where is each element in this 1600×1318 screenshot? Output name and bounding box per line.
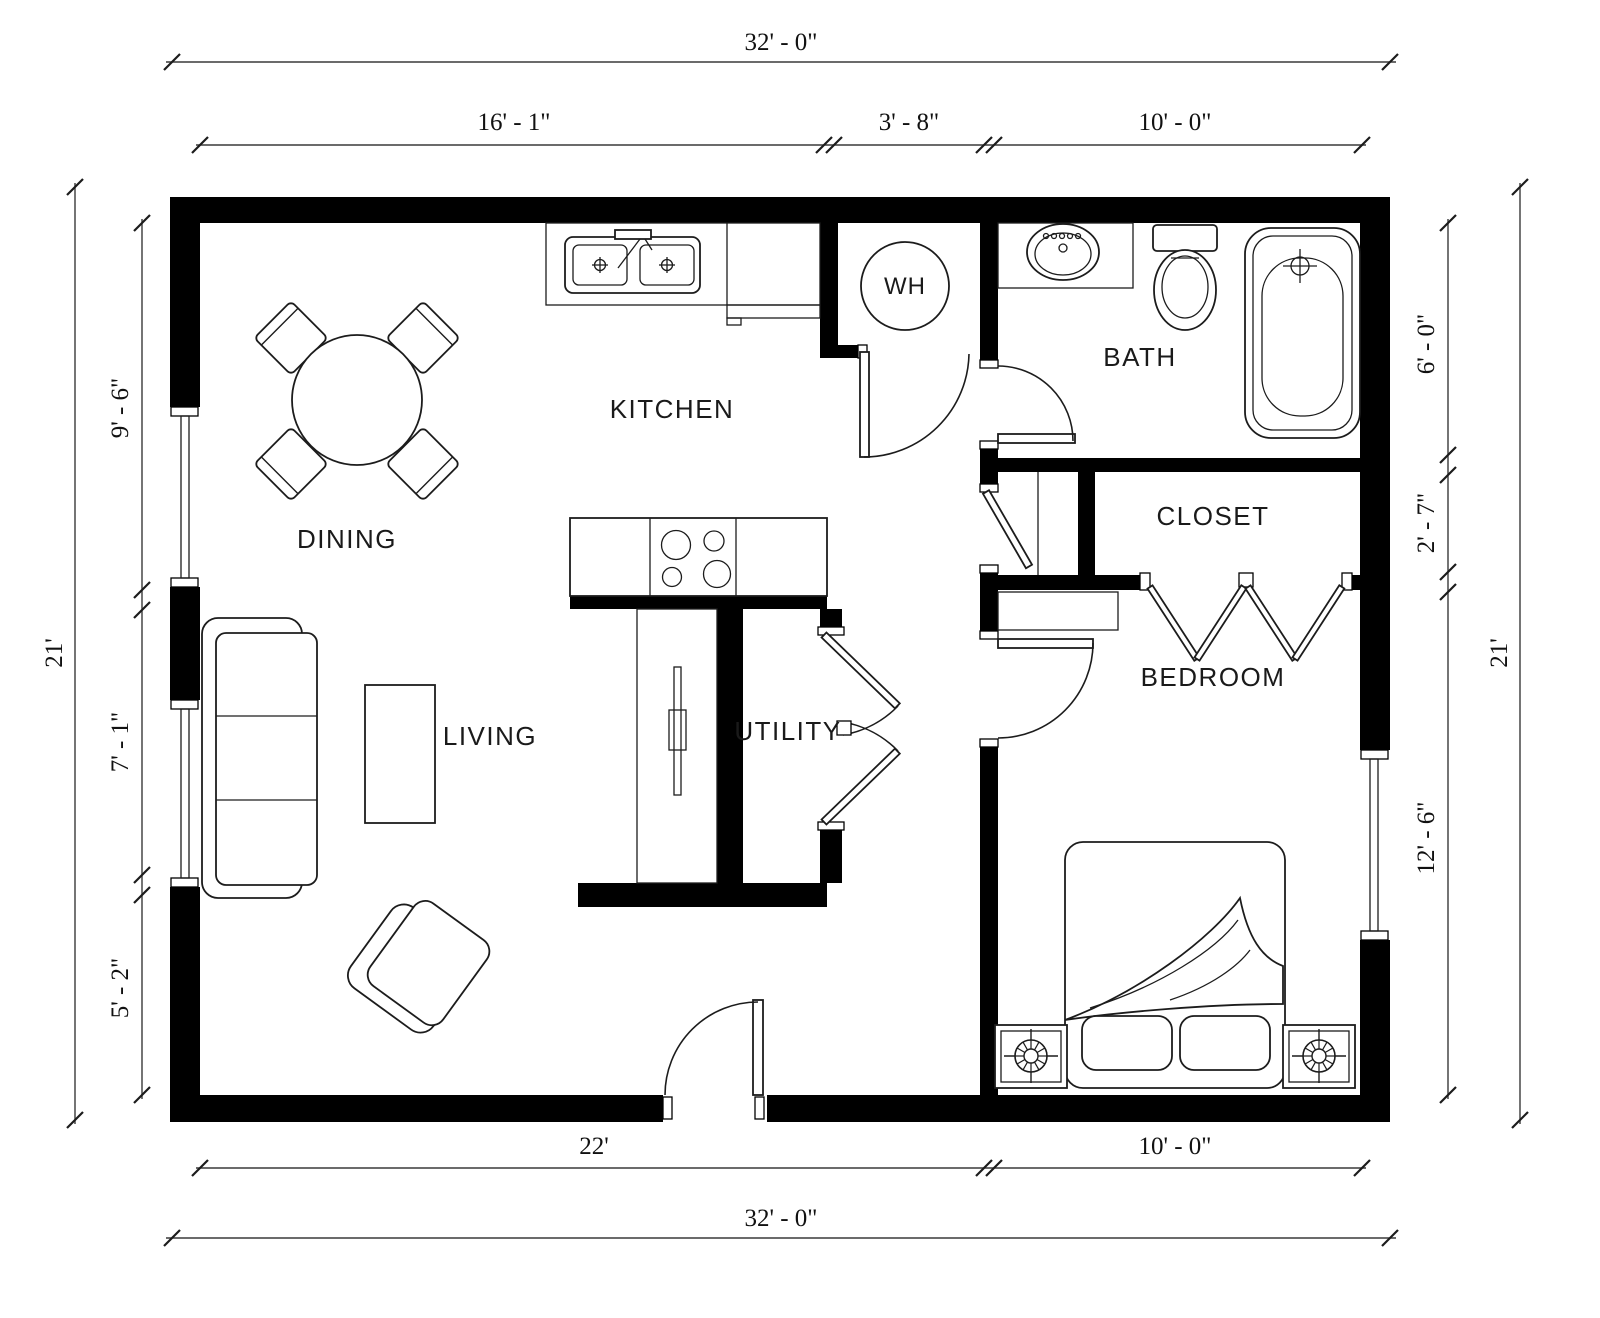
dining-window [170, 406, 199, 588]
bedroom-door [997, 638, 1094, 739]
water-heater-circle [860, 241, 950, 331]
utility-east-wall-bottom [820, 830, 842, 883]
sofa [201, 617, 318, 899]
bedroom-window [1360, 749, 1389, 941]
dim-text-top-seg-0: 16' - 1" [477, 109, 550, 136]
dim-text-right-overall: 21' [1486, 638, 1513, 668]
wall-bottom-left [170, 1095, 663, 1122]
wall-left-upper [170, 197, 200, 407]
utility-south-wall [578, 883, 827, 907]
dim-top-segments: 16' - 1" 3' - 8" 10' - 0" [191, 109, 1371, 154]
nightstand-right [1282, 1024, 1356, 1089]
dim-top-overall: 32' - 0" [163, 29, 1399, 71]
dim-text-right-seg-2: 12' - 6" [1413, 801, 1440, 874]
closet-south-wall [983, 575, 1142, 590]
dim-right-overall: 21' [1486, 178, 1529, 1129]
label-bedroom: BEDROOM [1141, 662, 1286, 692]
dim-text-bottom-overall: 32' - 0" [744, 1205, 817, 1232]
exterior-walls [170, 197, 1390, 1122]
room-labels: DINING KITCHEN LIVING UTILITY BATH CLOSE… [297, 273, 1286, 751]
dim-text-top-seg-2: 10' - 0" [1138, 109, 1211, 136]
dishwasher [726, 304, 821, 319]
hall-wall-mid1 [980, 449, 998, 484]
bathtub [1244, 227, 1361, 439]
dim-text-left-seg-0: 9' - 6" [107, 378, 134, 439]
wh-bottom-nub [820, 345, 858, 358]
label-closet: CLOSET [1156, 501, 1269, 531]
kitchen-fixtures [545, 222, 950, 884]
label-water-heater: WH [884, 273, 926, 300]
dim-bottom-segments: 22' 10' - 0" [191, 1133, 1371, 1177]
pantry-divider-wall [717, 609, 743, 883]
label-kitchen: KITCHEN [610, 394, 735, 424]
utility-east-wall-top [820, 609, 842, 627]
dim-text-left-overall: 21' [41, 638, 68, 668]
dim-text-right-seg-0: 6' - 0" [1413, 314, 1440, 375]
nightstand-left [994, 1024, 1068, 1089]
wh-door [859, 351, 970, 458]
wh-left-wall [820, 223, 838, 345]
toilet [1152, 224, 1218, 331]
wall-top [170, 197, 1390, 223]
stove-south-wall [570, 596, 827, 609]
dim-bottom-overall: 32' - 0" [163, 1205, 1399, 1247]
dim-text-left-seg-2: 5' - 2" [107, 958, 134, 1019]
dim-text-top-overall: 32' - 0" [744, 29, 817, 56]
dim-left-segments: 9' - 6" 7' - 1" 5' - 2" [107, 214, 151, 1104]
bath-vanity-sink [997, 222, 1134, 289]
dim-left-overall: 21' [41, 178, 84, 1129]
closet-south-nub [1352, 575, 1363, 590]
bed [1064, 841, 1286, 1089]
doors [662, 351, 1353, 1120]
pillow-left [1081, 1015, 1173, 1071]
dining-set [253, 300, 461, 502]
wall-right-upper [1360, 197, 1390, 750]
dim-text-right-seg-1: 2' - 7" [1413, 493, 1440, 554]
dim-text-bottom-seg-0: 22' [579, 1133, 609, 1160]
label-dining: DINING [297, 524, 397, 554]
wall-left-middle [170, 587, 200, 700]
label-living: LIVING [443, 721, 537, 751]
utility-double-doors [820, 631, 902, 826]
dimension-lines: 32' - 0" 16' - 1" 3' - 8" 10' - 0" 21' [41, 29, 1529, 1247]
dim-text-bottom-seg-1: 10' - 0" [1138, 1133, 1211, 1160]
label-bath: BATH [1103, 342, 1176, 372]
label-utility: UTILITY [734, 716, 841, 746]
living-window [170, 699, 199, 888]
wall-bottom-right [767, 1095, 1390, 1122]
wall-right-lower [1360, 940, 1390, 1122]
nook-east-wall [1078, 472, 1095, 575]
dim-text-left-seg-1: 7' - 1" [107, 712, 134, 773]
stove [569, 517, 828, 597]
bath-fixtures [997, 222, 1361, 439]
bath-south-wall [998, 458, 1363, 472]
interior-walls [570, 223, 1363, 1095]
hall-wall-bottom [980, 747, 998, 1095]
dining-table [291, 334, 423, 466]
bath-door [997, 365, 1076, 444]
front-door [662, 999, 765, 1120]
armchair [347, 900, 491, 1034]
wall-left-lower [170, 887, 200, 1122]
hall-wall-top [980, 223, 998, 360]
dim-right-segments: 6' - 0" 2' - 7" 12' - 6" [1413, 214, 1457, 1104]
coffee-table [364, 684, 436, 824]
pillow-right [1179, 1015, 1271, 1071]
dim-text-top-seg-1: 3' - 8" [879, 109, 940, 136]
windows [170, 406, 1389, 941]
furniture [201, 300, 1356, 1089]
kitchen-sink [564, 229, 701, 294]
kitchen-counter-top [545, 222, 821, 306]
linen-door [981, 489, 1034, 570]
pantry-cabinet [636, 608, 718, 884]
bedroom-shelf [997, 591, 1119, 631]
closet-bifold-doors [1139, 572, 1353, 663]
